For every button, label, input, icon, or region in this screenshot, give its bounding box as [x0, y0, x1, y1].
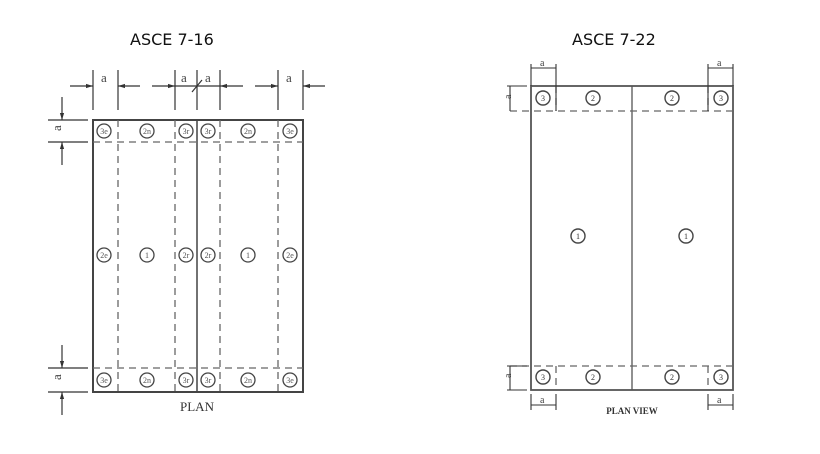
svg-text:a: a	[205, 70, 211, 85]
asce-7-22-dimension-labels: a a a a a a	[503, 58, 722, 406]
zone-label: 3e	[100, 127, 108, 136]
zone-label: 3e	[100, 376, 108, 385]
zone-label: 2	[670, 94, 674, 103]
zone-label: 3r	[183, 376, 190, 385]
svg-text:a: a	[49, 374, 64, 380]
zone-label: 3	[541, 94, 545, 103]
zone-label: 1	[684, 232, 688, 241]
svg-text:a: a	[540, 395, 545, 406]
zone-label: 2r	[205, 251, 212, 260]
diagram-title-asce-7-16: ASCE 7-16	[130, 30, 214, 49]
zone-label: 2n	[244, 376, 252, 385]
zone-label: 1	[145, 251, 149, 260]
zone-label: 2e	[286, 251, 294, 260]
svg-text:a: a	[49, 125, 64, 131]
zone-label: 2	[591, 373, 595, 382]
zone-label: 2e	[100, 251, 108, 260]
asce-7-16-plan	[48, 70, 325, 415]
zone-label: 3r	[205, 376, 212, 385]
zone-label: 2	[591, 94, 595, 103]
zone-label: 1	[576, 232, 580, 241]
asce-7-22-plan	[507, 64, 734, 410]
zone-label: 2n	[143, 376, 151, 385]
svg-text:a: a	[286, 70, 292, 85]
asce-7-16-zone-markers	[96, 123, 298, 388]
zone-label: 3	[719, 373, 723, 382]
asce-7-16-dimension-labels: a a a a a a	[49, 70, 292, 380]
zone-label: 3e	[286, 127, 294, 136]
caption-plan: PLAN	[180, 399, 215, 414]
zone-label: 3	[541, 373, 545, 382]
svg-text:a: a	[181, 70, 187, 85]
svg-text:a: a	[101, 70, 107, 85]
caption-plan-view: PLAN VIEW	[606, 406, 658, 416]
zone-label: 3r	[183, 127, 190, 136]
zone-label: 3e	[286, 376, 294, 385]
asce-7-22-zone-markers	[535, 90, 729, 385]
zone-label: 2	[670, 373, 674, 382]
zone-label: 2n	[143, 127, 151, 136]
zone-label: 2n	[244, 127, 252, 136]
diagram-title-asce-7-22: ASCE 7-22	[572, 30, 656, 49]
svg-text:a: a	[717, 395, 722, 406]
zone-label: 3r	[205, 127, 212, 136]
zone-label: 3	[719, 94, 723, 103]
zone-label: 2r	[183, 251, 190, 260]
svg-text:a: a	[503, 373, 514, 378]
svg-text:a: a	[540, 58, 545, 69]
svg-text:a: a	[503, 94, 514, 99]
zone-label: 1	[246, 251, 250, 260]
svg-text:a: a	[717, 58, 722, 69]
